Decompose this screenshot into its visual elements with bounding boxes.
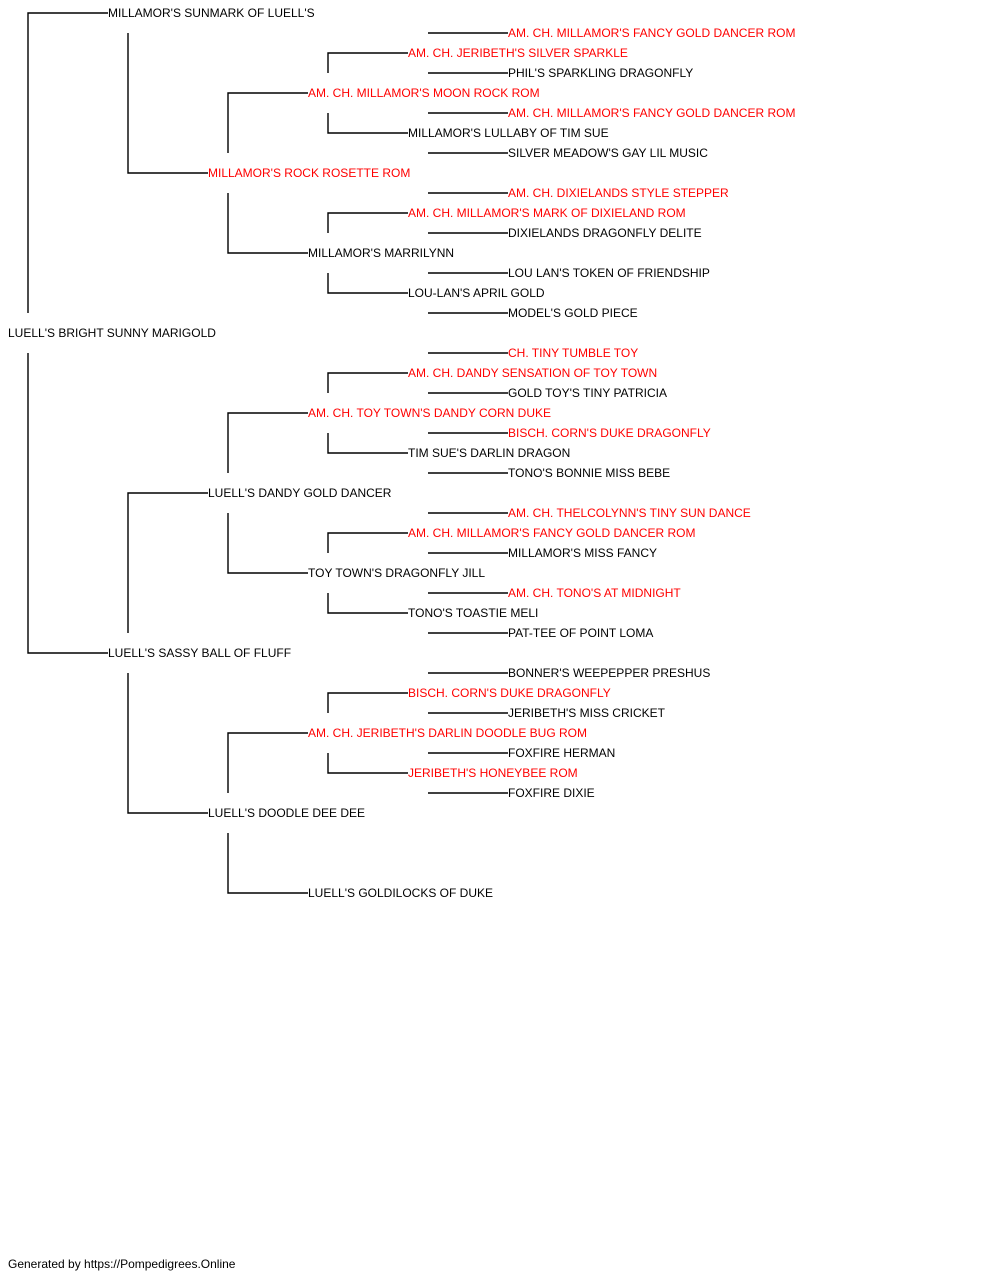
connector-dam-dam (127, 673, 208, 814)
pedigree-name-dam-sire-dam-sire-dam: MILLAMOR'S MISS FANCY (508, 546, 657, 560)
pedigree-name-dam-sire-sire-sire-sire: CH. TINY TUMBLE TOY (508, 346, 638, 360)
connector-sire (27, 12, 108, 313)
pedigree-name-dam-sire-sire: AM. CH. TOY TOWN'S DANDY CORN DUKE (308, 406, 551, 420)
pedigree-name-dam-sire-dam-dam: TONO'S TOASTIE MELI (408, 606, 538, 620)
pedigree-name-dam-sire-sire-dam-dam: TONO'S BONNIE MISS BEBE (508, 466, 670, 480)
pedigree-name-sire-dam-sire: AM. CH. MILLAMOR'S MOON ROCK ROM (308, 86, 540, 100)
pedigree-name-sire-dam-sire-sire-dam: PHIL'S SPARKLING DRAGONFLY (508, 66, 693, 80)
pedigree-name-dam-sire-sire-sire-dam: GOLD TOY'S TINY PATRICIA (508, 386, 667, 400)
connector-sire-dam-sire (227, 92, 308, 153)
connector-dam-dam-sire (227, 732, 308, 793)
pedigree-name-sire-dam-sire-sire: AM. CH. JERIBETH'S SILVER SPARKLE (408, 46, 628, 60)
pedigree-name-dam-dam-dam: LUELL'S GOLDILOCKS OF DUKE (308, 886, 493, 900)
pedigree-name-sire-dam-dam-dam-dam: MODEL'S GOLD PIECE (508, 306, 638, 320)
pedigree-name-dam: LUELL'S SASSY BALL OF FLUFF (108, 646, 291, 660)
connector-sire-dam-dam-dam (327, 273, 408, 294)
connector-dam-dam-dam (227, 833, 308, 894)
pedigree-name-sire-dam-dam-dam-sire: LOU LAN'S TOKEN OF FRIENDSHIP (508, 266, 710, 280)
pedigree-name-sire-dam-sire-dam-dam: SILVER MEADOW'S GAY LIL MUSIC (508, 146, 708, 160)
connector-dam-sire-dam (227, 513, 308, 574)
pedigree-name-dam-sire: LUELL'S DANDY GOLD DANCER (208, 486, 392, 500)
pedigree-name-sire-dam-dam: MILLAMOR'S MARRILYNN (308, 246, 454, 260)
connector-dam-sire-sire-sire (327, 372, 408, 393)
pedigree-name-dam-sire-dam: TOY TOWN'S DRAGONFLY JILL (308, 566, 485, 580)
connector-dam-sire-dam-dam (327, 593, 408, 614)
pedigree-name-dam-dam-sire-sire-sire: BONNER'S WEEPEPPER PRESHUS (508, 666, 710, 680)
connector-dam-dam-sire-sire (327, 692, 408, 713)
pedigree-name-dam-sire-sire-sire: AM. CH. DANDY SENSATION OF TOY TOWN (408, 366, 657, 380)
footer-credit: Generated by https://Pompedigrees.Online (8, 1257, 236, 1271)
connector-dam-sire-sire-dam (327, 433, 408, 454)
pedigree-name-sire-dam-sire-dam: MILLAMOR'S LULLABY OF TIM SUE (408, 126, 609, 140)
pedigree-name-dam-dam-sire-sire-dam: JERIBETH'S MISS CRICKET (508, 706, 666, 720)
connector-dam-sire-sire (227, 412, 308, 473)
pedigree-name-dam-sire-dam-dam-dam: PAT-TEE OF POINT LOMA (508, 626, 653, 640)
connector-sire-dam (127, 33, 208, 174)
pedigree-name-dam-dam-sire-sire: BISCH. CORN'S DUKE DRAGONFLY (408, 686, 611, 700)
pedigree-name-dam-dam-sire-dam: JERIBETH'S HONEYBEE ROM (408, 766, 578, 780)
pedigree-name-sire: MILLAMOR'S SUNMARK OF LUELL'S (108, 6, 315, 20)
pedigree-name-subject: LUELL'S BRIGHT SUNNY MARIGOLD (8, 326, 216, 340)
connector-sire-dam-dam-sire (327, 212, 408, 233)
pedigree-name-dam-dam-sire: AM. CH. JERIBETH'S DARLIN DOODLE BUG ROM (308, 726, 587, 740)
pedigree-name-dam-sire-dam-dam-sire: AM. CH. TONO'S AT MIDNIGHT (508, 586, 681, 600)
connector-sire-dam-dam (227, 193, 308, 254)
pedigree-name-sire-dam: MILLAMOR'S ROCK ROSETTE ROM (208, 166, 410, 180)
pedigree-name-sire-dam-dam-sire-dam: DIXIELANDS DRAGONFLY DELITE (508, 226, 702, 240)
connector-dam-sire-dam-sire (327, 532, 408, 553)
connector-sire-dam-sire-dam (327, 113, 408, 134)
connector-dam-dam-sire-dam (327, 753, 408, 774)
pedigree-name-dam-dam-sire-dam-sire: FOXFIRE HERMAN (508, 746, 615, 760)
pedigree-name-sire-dam-dam-sire-sire: AM. CH. DIXIELANDS STYLE STEPPER (508, 186, 729, 200)
pedigree-name-dam-sire-dam-sire: AM. CH. MILLAMOR'S FANCY GOLD DANCER ROM (408, 526, 695, 540)
connector-dam (27, 353, 108, 654)
pedigree-name-dam-dam-sire-dam-dam: FOXFIRE DIXIE (508, 786, 595, 800)
pedigree-tree: LUELL'S BRIGHT SUNNY MARIGOLD MILLAMOR'S … (8, 6, 795, 900)
pedigree-name-dam-sire-dam-sire-sire: AM. CH. THELCOLYNN'S TINY SUN DANCE (508, 506, 751, 520)
connector-sire-dam-sire-sire (327, 52, 408, 73)
pedigree-name-dam-sire-sire-dam-sire: BISCH. CORN'S DUKE DRAGONFLY (508, 426, 711, 440)
pedigree-name-sire-dam-sire-sire-sire: AM. CH. MILLAMOR'S FANCY GOLD DANCER ROM (508, 26, 795, 40)
pedigree-name-sire-dam-sire-dam-sire: AM. CH. MILLAMOR'S FANCY GOLD DANCER ROM (508, 106, 795, 120)
pedigree-name-sire-dam-dam-sire: AM. CH. MILLAMOR'S MARK OF DIXIELAND ROM (408, 206, 686, 220)
pedigree-name-dam-sire-sire-dam: TIM SUE'S DARLIN DRAGON (408, 446, 570, 460)
connector-dam-sire (127, 492, 208, 633)
pedigree-name-dam-dam: LUELL'S DOODLE DEE DEE (208, 806, 365, 820)
pedigree-name-sire-dam-dam-dam: LOU-LAN'S APRIL GOLD (408, 286, 545, 300)
